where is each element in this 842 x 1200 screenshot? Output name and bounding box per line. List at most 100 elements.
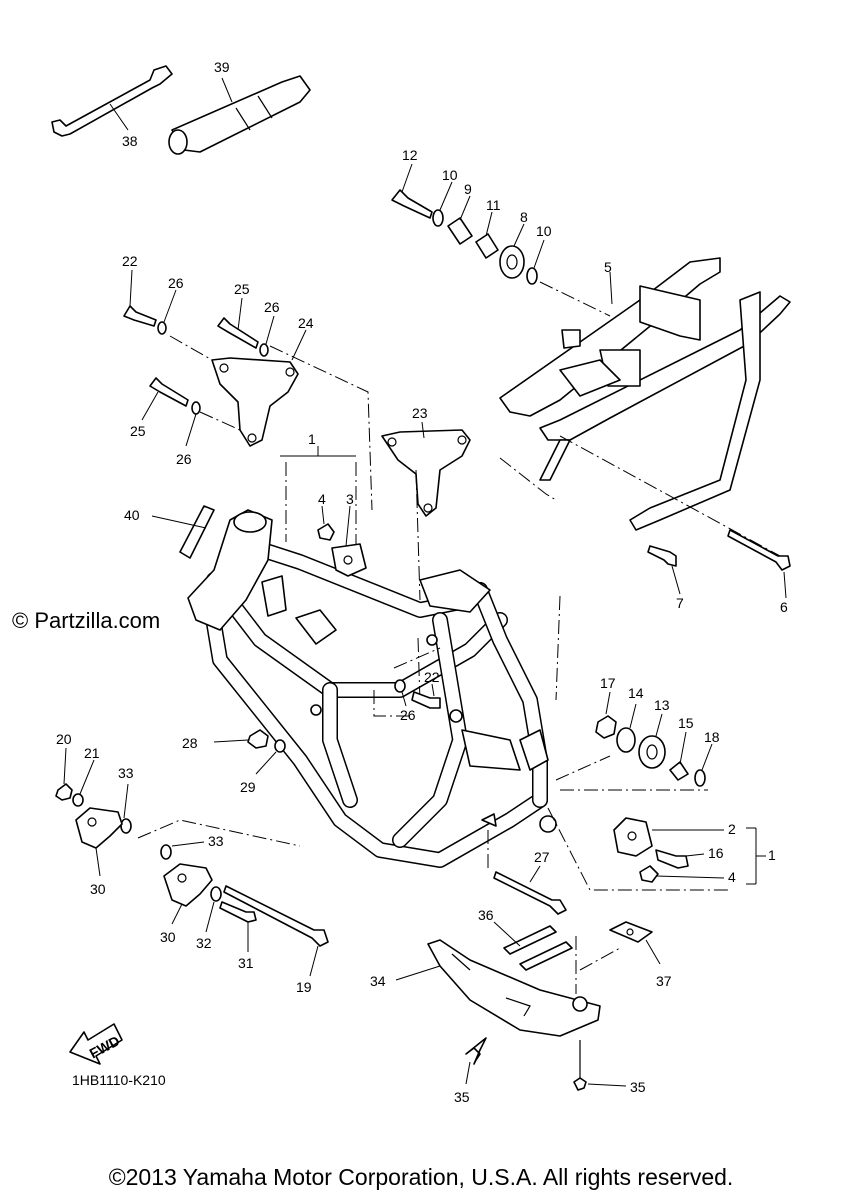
callout-labels: 39 38 12 10 9 11 8 10 5 22 26 25 26 24 2…	[56, 59, 788, 1105]
part-23-bracket[interactable]	[381, 421, 471, 517]
part-30-plate-b[interactable]	[163, 863, 213, 925]
callout-18: 18	[704, 729, 720, 745]
main-frame[interactable]	[187, 509, 557, 868]
callout-1a: 1	[308, 431, 316, 447]
part-12-bolt[interactable]	[391, 163, 433, 219]
callout-22a: 22	[122, 253, 138, 269]
callout-4a: 4	[318, 491, 326, 507]
part-29-washer[interactable]	[255, 739, 286, 775]
part-22-bolt-upper[interactable]	[123, 269, 157, 327]
callout-35b: 35	[630, 1079, 646, 1095]
callout-33a: 33	[118, 765, 134, 781]
callout-17: 17	[600, 675, 616, 691]
part-39-socket-tool[interactable]	[168, 75, 311, 155]
callout-7: 7	[676, 595, 684, 611]
part-25-bolt-a[interactable]	[217, 297, 259, 349]
part-32-washer[interactable]	[205, 886, 222, 933]
part-24-bracket[interactable]	[211, 329, 307, 447]
callout-27: 27	[534, 849, 550, 865]
part-26-washer-c[interactable]	[185, 401, 201, 447]
part-20-nut[interactable]	[55, 747, 73, 801]
part-34-skid-plate[interactable]	[395, 939, 601, 1037]
callout-36: 36	[478, 907, 494, 923]
part-2-bracket[interactable]	[613, 817, 653, 857]
part-10-washer-a[interactable]	[432, 181, 453, 227]
callout-39: 39	[214, 59, 230, 75]
callout-25b: 25	[130, 423, 146, 439]
callout-bracket-1-bottom	[652, 827, 766, 885]
callout-21: 21	[84, 745, 100, 761]
part-6-long-bolt[interactable]	[727, 529, 791, 599]
part-21-washer[interactable]	[72, 759, 95, 807]
callout-6: 6	[780, 599, 788, 615]
part-17-nut[interactable]	[595, 691, 617, 739]
part-7-bolt[interactable]	[647, 545, 681, 595]
callout-22b: 22	[424, 669, 440, 685]
callout-26b: 26	[264, 299, 280, 315]
callout-32: 32	[196, 935, 212, 951]
part-27-bolt[interactable]	[493, 865, 567, 915]
part-13-damper[interactable]	[638, 713, 666, 769]
part-28-nut[interactable]	[213, 729, 269, 749]
part-36-pad[interactable]	[493, 921, 573, 971]
part-8-damper[interactable]	[499, 223, 525, 279]
part-11-collar[interactable]	[475, 211, 499, 259]
part-33-nut-a[interactable]	[120, 783, 132, 834]
callout-37: 37	[656, 973, 672, 989]
callout-10b: 10	[536, 223, 552, 239]
part-26-washer-a[interactable]	[157, 289, 177, 335]
part-22-bolt-mid[interactable]	[411, 683, 441, 709]
part-10-washer-b[interactable]	[526, 239, 545, 285]
part-5-rear-subframe[interactable]	[499, 257, 791, 531]
part-35-bolt-b[interactable]	[573, 1040, 627, 1091]
part-4-bolt-upper[interactable]	[317, 523, 335, 541]
callout-28: 28	[182, 735, 198, 751]
callout-26a: 26	[168, 275, 184, 291]
callout-12: 12	[402, 147, 418, 163]
callout-1b: 1	[768, 847, 776, 863]
callout-26d: 26	[400, 707, 416, 723]
part-15-collar[interactable]	[669, 731, 689, 781]
part-30-plate-a[interactable]	[75, 807, 123, 877]
part-16-bolt[interactable]	[655, 849, 689, 869]
callout-30b: 30	[160, 929, 176, 945]
callout-10a: 10	[442, 167, 458, 183]
callout-15: 15	[678, 715, 694, 731]
callout-38: 38	[122, 133, 138, 149]
callout-24: 24	[298, 315, 314, 331]
part-19-long-bolt[interactable]	[223, 885, 329, 977]
callout-29: 29	[240, 779, 256, 795]
callout-3: 3	[346, 491, 354, 507]
callout-35a: 35	[454, 1089, 470, 1105]
callout-33b: 33	[208, 833, 224, 849]
part-33-nut-b[interactable]	[160, 841, 205, 860]
callout-4b: 4	[728, 869, 736, 885]
part-40-label[interactable]	[151, 505, 215, 559]
callout-30a: 30	[90, 881, 106, 897]
part-26-washer-b[interactable]	[259, 315, 275, 357]
callout-2: 2	[728, 821, 736, 837]
part-25-bolt-b[interactable]	[141, 377, 189, 421]
part-9-collar[interactable]	[447, 195, 473, 245]
part-26-washer-d[interactable]	[394, 679, 407, 707]
part-31-bolt[interactable]	[219, 901, 257, 952]
part-37-plate[interactable]	[609, 921, 661, 965]
callout-23: 23	[412, 405, 428, 421]
callout-5: 5	[604, 259, 612, 275]
copyright-notice: ©2013 Yamaha Motor Corporation, U.S.A. A…	[108, 1164, 734, 1190]
part-3-bracket[interactable]	[331, 543, 367, 577]
part-4-bolt-lower[interactable]	[639, 865, 659, 883]
fwd-arrow-icon: FWD	[69, 1023, 123, 1065]
callout-25a: 25	[234, 281, 250, 297]
callout-26c: 26	[176, 451, 192, 467]
callout-31: 31	[238, 955, 254, 971]
part-18-washer[interactable]	[694, 743, 713, 787]
callout-9: 9	[464, 181, 472, 197]
part-38-wrench[interactable]	[51, 65, 173, 137]
part-14-collar[interactable]	[616, 703, 637, 753]
callout-34: 34	[370, 973, 386, 989]
part-35-bolt-a[interactable]	[465, 1037, 487, 1085]
callout-20: 20	[56, 731, 72, 747]
callout-11: 11	[486, 197, 501, 213]
